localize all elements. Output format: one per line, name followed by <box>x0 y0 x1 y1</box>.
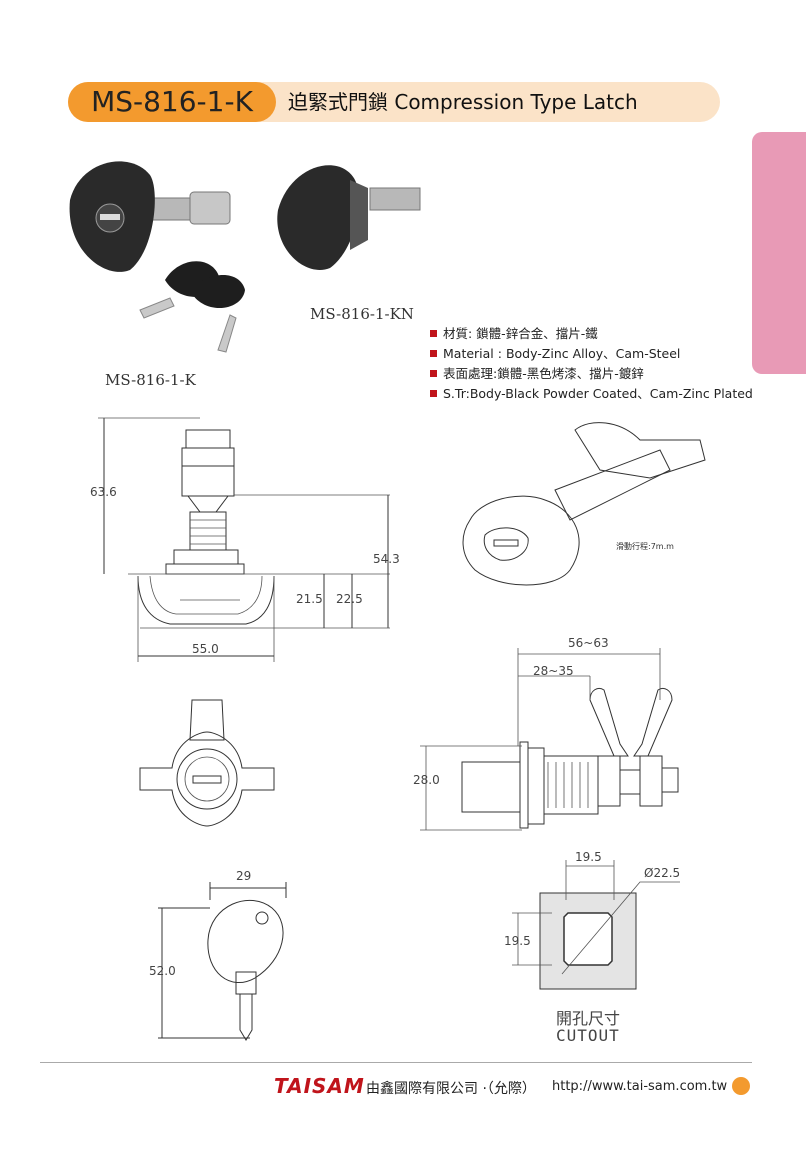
spec-item: Material : Body-Zinc Alloy、Cam-Steel <box>430 344 753 364</box>
travel-note: 滑動行程:7m.m <box>616 542 674 551</box>
photo-ms-816-1-k <box>69 161 245 353</box>
dim-22-5: 22.5 <box>336 592 363 606</box>
dim-56-63: 56~63 <box>568 636 609 650</box>
bullet-square-icon <box>430 370 437 377</box>
caption-ms-816-1-kn: MS-816-1-KN <box>310 305 414 323</box>
footer-divider <box>40 1062 752 1063</box>
dim-cut-height: 19.5 <box>504 934 531 948</box>
side-tab <box>752 132 806 374</box>
website-link[interactable]: http://www.tai-sam.com.tw <box>552 1079 728 1094</box>
dim-52: 52.0 <box>149 964 176 978</box>
dim-55: 55.0 <box>192 642 219 656</box>
dim-cut-diameter: Ø22.5 <box>644 866 681 880</box>
company-name: 由鑫國際有限公司 ·（允際） <box>366 1081 536 1097</box>
spec-item: 材質: 鎖體-鋅合金、擋片-鐵 <box>430 324 753 344</box>
dim-63-6: 63.6 <box>90 485 117 499</box>
footer-dot-icon <box>732 1077 750 1095</box>
model-number: MS-816-1-K <box>68 82 276 122</box>
isometric-view <box>462 422 706 586</box>
caption-ms-816-1-k: MS-816-1-K <box>105 371 196 389</box>
dim-21-5: 21.5 <box>296 592 323 606</box>
dim-54-3: 54.3 <box>373 552 400 566</box>
product-photos <box>69 161 421 353</box>
photo-ms-816-1-kn <box>277 165 421 270</box>
spec-item: 表面處理:鎖體-黑色烤漆、擋片-鍍鋅 <box>430 364 753 384</box>
front-view <box>139 699 275 827</box>
dim-28: 28.0 <box>413 773 440 787</box>
cutout-label-en: CUTOUT <box>556 1026 620 1045</box>
spec-item: S.Tr:Body-Black Powder Coated、Cam-Zinc P… <box>430 384 753 404</box>
bullet-square-icon <box>430 330 437 337</box>
cutout-label-zh: 開孔尺寸 <box>556 1009 621 1028</box>
dim-28-35: 28~35 <box>533 664 574 678</box>
top-view <box>420 648 679 831</box>
spec-list: 材質: 鎖體-鋅合金、擋片-鐵 Material : Body-Zinc All… <box>430 324 753 404</box>
dim-29: 29 <box>236 869 252 883</box>
brand-logo: TAISAM <box>274 1074 365 1098</box>
key-view <box>158 882 287 1041</box>
bullet-square-icon <box>430 350 437 357</box>
side-view <box>98 417 390 662</box>
dim-cut-width: 19.5 <box>575 850 602 864</box>
cutout-view <box>512 860 680 990</box>
product-title: 迫緊式門鎖 Compression Type Latch <box>288 90 638 114</box>
bullet-square-icon <box>430 390 437 397</box>
